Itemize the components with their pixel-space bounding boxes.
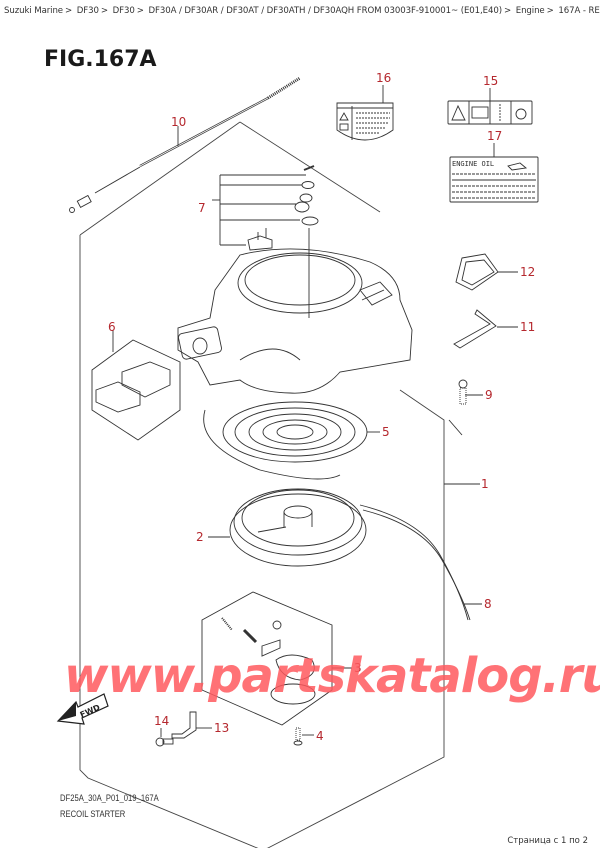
grommet xyxy=(455,253,499,291)
figure-name: RECOIL STARTER xyxy=(60,809,126,819)
fwd-arrow-icon xyxy=(56,693,109,725)
breadcrumb-separator: > xyxy=(65,6,73,16)
breadcrumb-item-suzuki-marine[interactable]: Suzuki Marine xyxy=(4,6,63,16)
guide xyxy=(453,309,497,349)
warning-label-16 xyxy=(336,102,394,141)
breadcrumb-item-engine[interactable]: Engine xyxy=(515,6,545,16)
engine-oil-text: ENGINE OIL xyxy=(452,160,494,168)
caution-label-15 xyxy=(447,100,533,125)
page-indicator: Страница с 1 по 2 xyxy=(507,836,588,846)
callout-8[interactable]: 8 xyxy=(484,597,492,611)
bolt-14 xyxy=(155,737,174,747)
callout-4[interactable]: 4 xyxy=(316,729,324,743)
callout-11[interactable]: 11 xyxy=(520,320,535,334)
handle-kit xyxy=(91,339,181,441)
spiral-spring xyxy=(203,401,368,480)
starter-case xyxy=(177,248,413,394)
figure-code: DF25A_30A_P01_019_167A xyxy=(60,793,159,803)
breadcrumb-separator: > xyxy=(136,6,144,16)
callout-16[interactable]: 16 xyxy=(376,71,391,85)
callout-6[interactable]: 6 xyxy=(108,320,116,334)
breadcrumb-separator: > xyxy=(100,6,108,16)
callout-10[interactable]: 10 xyxy=(171,115,186,129)
callout-12[interactable]: 12 xyxy=(520,265,535,279)
clamp xyxy=(171,711,197,739)
callout-9[interactable]: 9 xyxy=(485,388,493,402)
cable-part xyxy=(69,76,301,213)
callout-2[interactable]: 2 xyxy=(196,530,204,544)
lock-kit-bracket xyxy=(212,165,319,318)
breadcrumb-item-df30[interactable]: DF30 xyxy=(76,6,99,16)
callout-3[interactable]: 3 xyxy=(354,661,362,675)
breadcrumb-separator: > xyxy=(546,6,554,16)
breadcrumb: Suzuki Marine> DF30> DF30> DF30A / DF30A… xyxy=(4,6,600,16)
callout-17[interactable]: 17 xyxy=(487,129,502,143)
breadcrumb-item-current: 167A - RECOIL STARTER xyxy=(558,6,600,16)
ratchet-kit xyxy=(201,591,333,726)
bolt-9 xyxy=(458,379,468,405)
callout-13[interactable]: 13 xyxy=(214,721,229,735)
breadcrumb-item-model[interactable]: DF30A / DF30AR / DF30AT / DF30ATH / DF30… xyxy=(148,6,502,16)
callout-7[interactable]: 7 xyxy=(198,201,206,215)
callout-1[interactable]: 1 xyxy=(481,477,489,491)
reel xyxy=(229,488,471,621)
screw-4 xyxy=(293,727,303,746)
breadcrumb-item-df30-sub[interactable]: DF30 xyxy=(112,6,135,16)
figure-title: FIG.167A xyxy=(44,47,157,72)
callout-15[interactable]: 15 xyxy=(483,74,498,88)
callout-5[interactable]: 5 xyxy=(382,425,390,439)
breadcrumb-separator: > xyxy=(504,6,512,16)
assembly-outline xyxy=(79,235,445,848)
callout-14[interactable]: 14 xyxy=(154,714,169,728)
